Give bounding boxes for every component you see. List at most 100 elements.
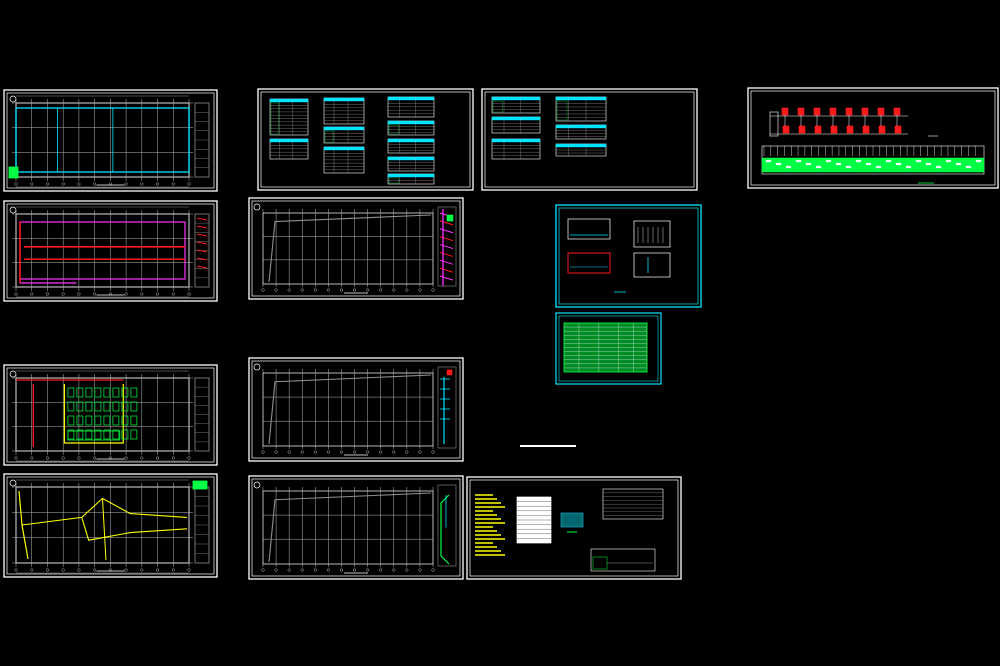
- grid-bubble: [93, 292, 97, 296]
- terminal-label-mark: [855, 159, 862, 163]
- grid-bubble: [30, 456, 34, 460]
- grid-bubble: [339, 450, 344, 454]
- sheet-outer-border: [747, 87, 999, 189]
- sheet-inner-border: [558, 315, 659, 382]
- sheet-inner-border: [251, 200, 461, 297]
- sheet-inner-border: [469, 479, 679, 577]
- sheet-inner-border: [260, 91, 471, 188]
- sloped-run: [268, 492, 432, 563]
- system-node: [814, 125, 822, 134]
- grid-bubble: [77, 568, 81, 572]
- grid-bubble: [30, 292, 34, 296]
- equipment-rack: [85, 387, 93, 398]
- grid-bubble: [140, 182, 144, 186]
- terminal-label-mark: [975, 159, 982, 163]
- grid-bubble: [124, 182, 128, 186]
- grid-bubble: [171, 456, 175, 460]
- table-header: [387, 96, 435, 101]
- grid-bubble: [61, 292, 65, 296]
- terminal-label-mark: [965, 165, 972, 169]
- terminal-label-mark: [885, 159, 892, 163]
- terminal-label-mark: [925, 162, 932, 166]
- grid-bubble: [418, 568, 422, 572]
- sheet-outer-border: [3, 364, 218, 466]
- notes-table: [602, 488, 664, 520]
- grid-bubble: [326, 450, 330, 454]
- system-node: [798, 125, 806, 134]
- legend-block: [192, 480, 208, 490]
- terminal-label-mark: [815, 165, 822, 169]
- equipment-rack: [112, 401, 120, 412]
- sheet-elev-3: [248, 475, 464, 580]
- riser-branch: [439, 220, 454, 226]
- sheet-outer-border: [248, 475, 464, 580]
- grid-bubble: [300, 450, 304, 454]
- title-block: [590, 548, 656, 572]
- sheet-title-mark: [9, 479, 17, 487]
- table-header: [491, 96, 541, 101]
- system-node: [862, 125, 870, 134]
- grid-bubble: [274, 450, 278, 454]
- grid-bubble: [366, 288, 370, 292]
- pipe-run: [102, 498, 107, 561]
- equipment-rack: [121, 387, 129, 398]
- sheet-inner-border: [558, 207, 699, 305]
- grid-bubble: [431, 288, 435, 292]
- route-loop: [15, 107, 190, 173]
- table-header: [387, 156, 435, 161]
- system-node: [845, 107, 853, 116]
- table-header: [387, 173, 435, 178]
- grid-bubble: [155, 292, 160, 296]
- grid-bubble: [366, 568, 370, 572]
- equipment-rack: [130, 415, 138, 426]
- terminal-label-mark: [785, 165, 792, 169]
- grid-bubble: [379, 288, 383, 292]
- riser-branch: [439, 259, 454, 265]
- grid-bubble: [140, 456, 144, 460]
- sheet-title-mark: [9, 370, 17, 378]
- table-header: [387, 138, 435, 143]
- equipment-rack: [94, 387, 102, 398]
- sheet-inner-border: [6, 203, 215, 299]
- equipment-rack: [85, 401, 93, 412]
- room-outline: [63, 384, 124, 444]
- equipment-rack: [121, 401, 129, 412]
- grid-bubble: [352, 568, 357, 572]
- system-node: [813, 107, 821, 116]
- sheet-inner-border: [251, 478, 461, 577]
- riser-symbol: [446, 214, 454, 222]
- grid-bubble: [77, 456, 81, 460]
- terminal-label-mark: [795, 159, 802, 163]
- grid-bubble: [61, 568, 65, 572]
- system-node: [781, 107, 789, 116]
- equipment-rack: [112, 429, 120, 440]
- grid-bubble: [45, 292, 50, 296]
- grid-bubble: [14, 456, 18, 460]
- table-header: [269, 138, 309, 143]
- panel-wire: [196, 225, 208, 229]
- grid-bubble: [352, 288, 357, 292]
- equipment-rack: [94, 415, 102, 426]
- grid-bubble: [366, 450, 370, 454]
- grid-bubble: [155, 568, 160, 572]
- sheet-outer-border: [257, 88, 474, 191]
- sheet-inner-border: [6, 476, 215, 575]
- grid-bubble: [287, 450, 291, 454]
- grid-bubble: [418, 288, 422, 292]
- equipment-rack: [67, 387, 75, 398]
- sheet-system-diagram: [747, 87, 999, 189]
- building-outline: [15, 486, 190, 564]
- table-text-column: [556, 100, 568, 121]
- grid-bubble: [300, 288, 304, 292]
- terminal-label-mark: [775, 162, 782, 166]
- sheet-outer-border: [248, 197, 464, 300]
- sheet-schedule-sheet: [555, 312, 662, 385]
- grid-bubble: [392, 568, 396, 572]
- terminal-label-mark: [955, 162, 962, 166]
- table-text-column: [388, 177, 399, 184]
- sheet-title-mark: [9, 95, 17, 103]
- sheet-outer-border: [555, 204, 702, 308]
- sheet-detail-sheet: [555, 204, 702, 308]
- grid-bubble: [326, 288, 330, 292]
- terminal-label-mark: [805, 162, 812, 166]
